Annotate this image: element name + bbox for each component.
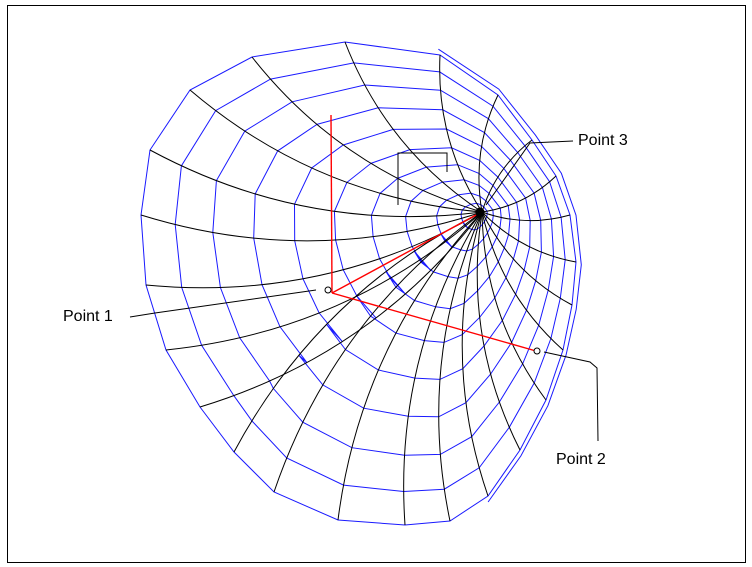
- bracket-line: [397, 152, 448, 205]
- meridian-line: [140, 211, 483, 242]
- leader-lines: [129, 140, 599, 442]
- meridian-line: [189, 89, 483, 213]
- meridian-line: [344, 41, 483, 213]
- axis-to-point-2: [331, 292, 537, 352]
- meridian-line: [149, 149, 483, 218]
- axis-vertical: [330, 114, 333, 294]
- meridian-line: [273, 211, 483, 493]
- point-1-label: Point 1: [63, 308, 113, 325]
- point-markers: [324, 207, 541, 355]
- axis-to-point-3: [331, 214, 477, 294]
- meridian-line: [481, 175, 557, 213]
- meridian-line: [403, 211, 483, 526]
- meridian-line: [145, 211, 483, 289]
- leader-point-3: [485, 140, 574, 206]
- meridian-line: [481, 211, 577, 263]
- meridian-line: [478, 94, 499, 213]
- meridian-line: [481, 211, 564, 351]
- meridian-line: [476, 211, 521, 451]
- meridian-line: [481, 139, 533, 213]
- point-2-label: Point 2: [556, 451, 606, 468]
- diagram-border: [7, 5, 746, 563]
- latitude-ring: [140, 41, 577, 526]
- outer-shell-edge: [438, 48, 582, 503]
- meridian-line: [461, 211, 489, 497]
- axes: [330, 114, 537, 352]
- meridian-line: [251, 56, 483, 213]
- point-3-label: Point 3: [578, 132, 628, 149]
- point-2-marker: [533, 347, 541, 355]
- meridian-line: [481, 211, 571, 222]
- leader-point-2: [543, 351, 599, 442]
- latitude-lines: [140, 41, 582, 526]
- meridian-line: [439, 54, 483, 213]
- detail-lines: [397, 152, 448, 205]
- meridian-line: [165, 211, 483, 351]
- meridian-line: [438, 211, 483, 522]
- meridian-lines: [140, 41, 577, 526]
- leader-point-1: [129, 289, 317, 318]
- meridian-line: [199, 211, 483, 408]
- meridian-line: [337, 211, 483, 521]
- meridian-line: [481, 211, 573, 306]
- point-1-marker: [324, 286, 332, 294]
- meridian-line: [481, 211, 547, 401]
- point-3-marker: [475, 207, 485, 217]
